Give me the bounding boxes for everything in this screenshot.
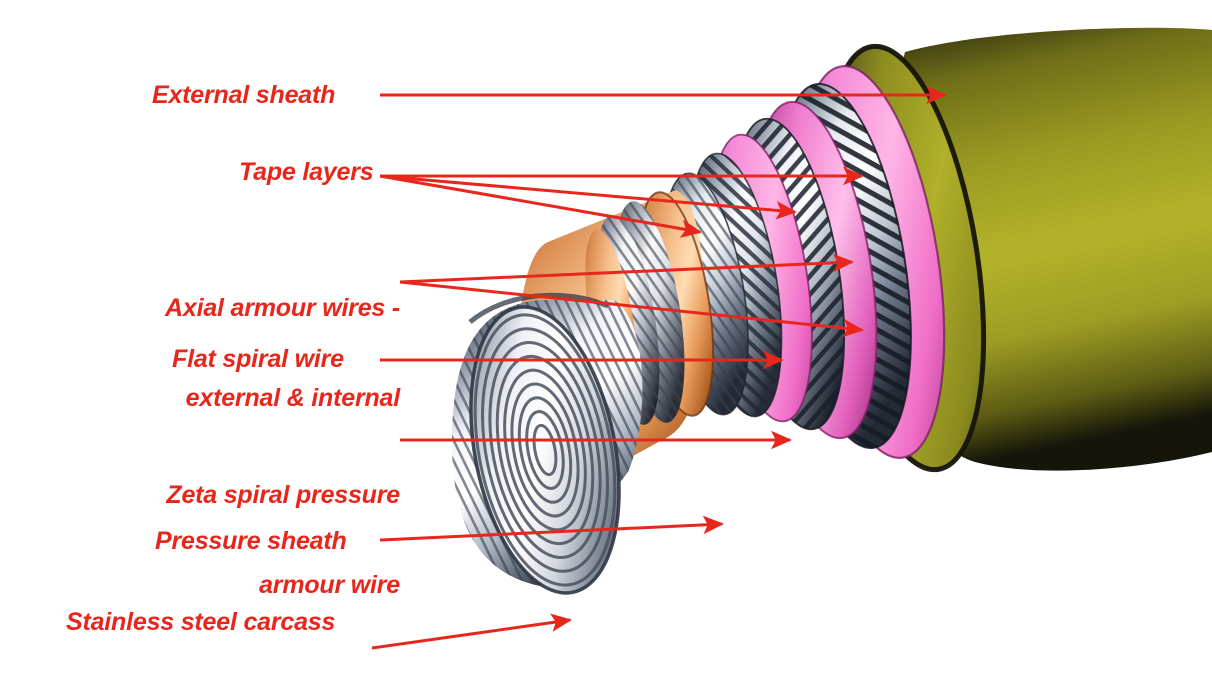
label-axial-armour-line2: external & internal: [185, 384, 401, 412]
label-axial-armour-wires: Axial armour wires - external & internal: [100, 233, 400, 473]
layer-stainless-steel-carcass: [452, 292, 643, 595]
leader-stainless-steel-carcass: [371, 613, 573, 650]
label-tape-layers: Tape layers: [239, 158, 374, 186]
pipe-assembly: [452, 27, 1212, 595]
leader-axial-armour-1: [399, 253, 855, 284]
leader-tape-layers-3: [379, 174, 703, 238]
label-zeta-spiral-line2: armour wire: [259, 571, 400, 599]
label-zeta-spiral-pressure-armour-wire: Zeta spiral pressure armour wire: [100, 420, 400, 660]
leader-pressure-sheath: [379, 515, 725, 542]
label-stainless-steel-carcass: Stainless steel carcass: [66, 608, 336, 636]
carcass-strip-rings: [473, 313, 617, 587]
leader-tape-layers-2: [379, 174, 798, 220]
label-flat-spiral-wire: Flat spiral wire: [172, 345, 344, 373]
callout-leaders: [371, 85, 948, 650]
label-external-sheath: External sheath: [152, 81, 336, 109]
label-axial-armour-line1: Axial armour wires -: [165, 294, 400, 322]
leader-axial-armour-2: [399, 280, 865, 338]
carcass-face-edge: [469, 305, 621, 595]
label-zeta-spiral-line1: Zeta spiral pressure: [166, 481, 400, 509]
label-pressure-sheath: Pressure sheath: [155, 527, 347, 555]
